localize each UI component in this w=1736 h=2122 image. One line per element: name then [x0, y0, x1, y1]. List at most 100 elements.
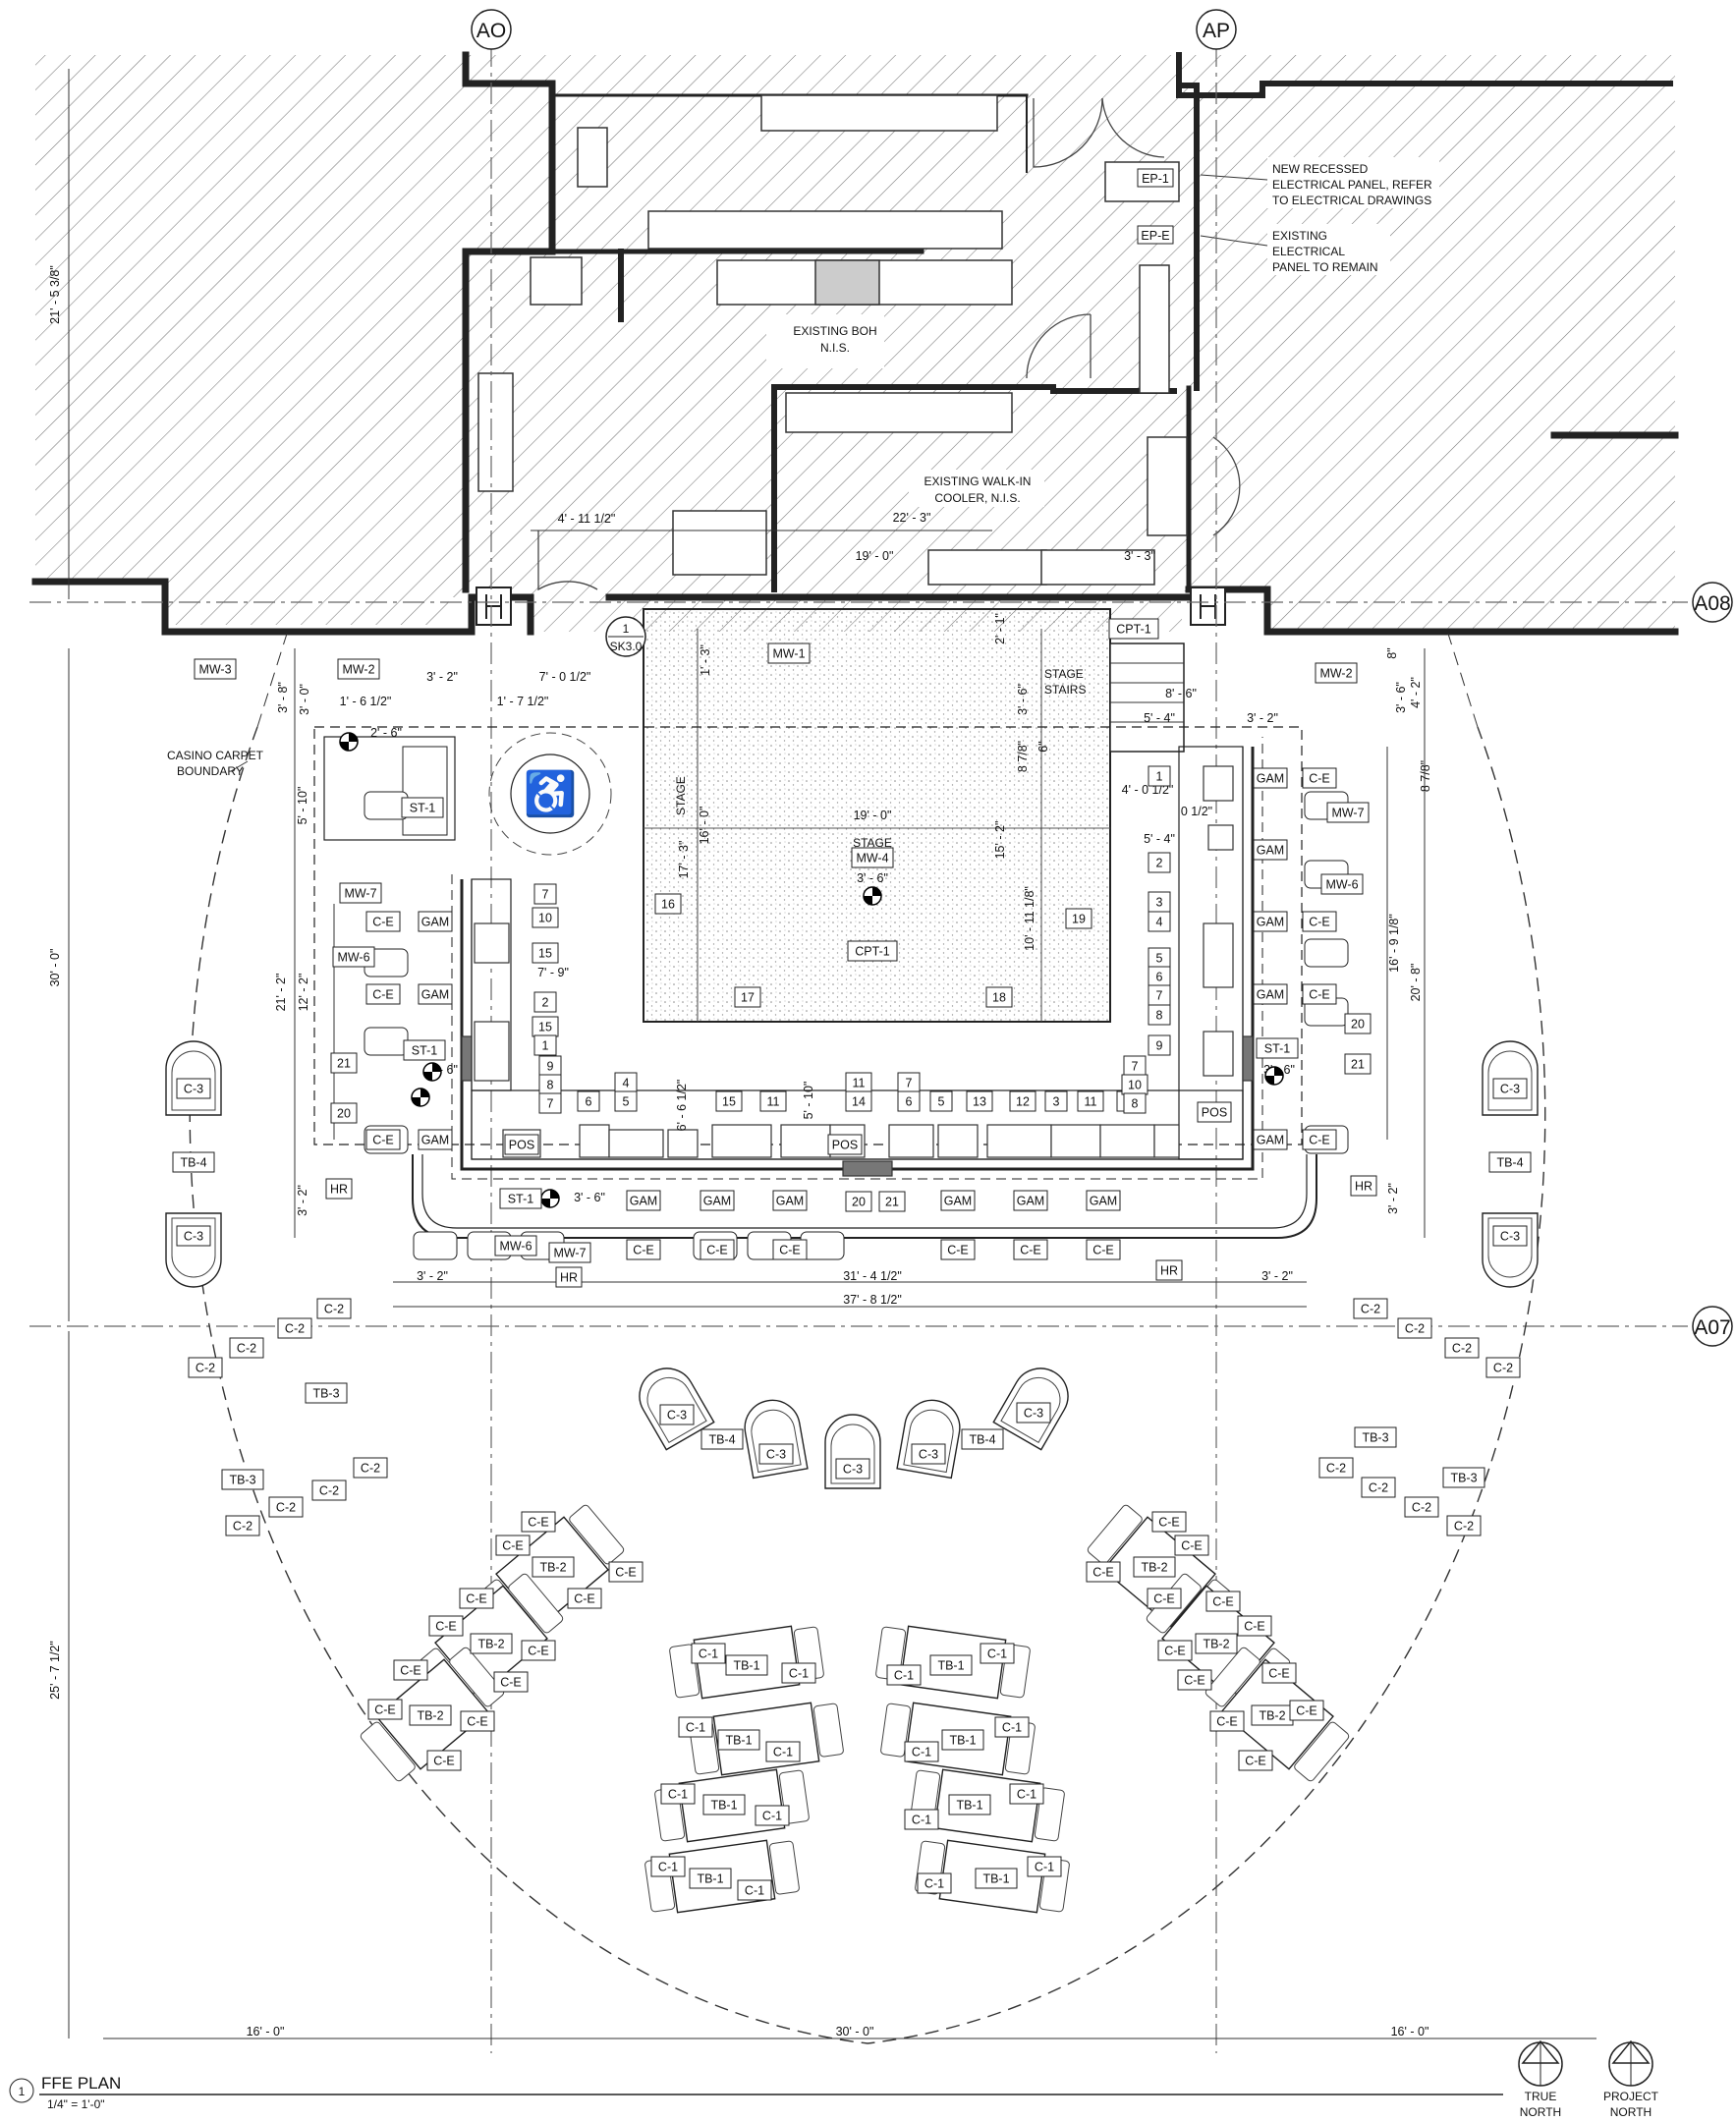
- tag-tb1: TB-1: [929, 1654, 973, 1676]
- tag-ce: C-E: [1205, 1591, 1241, 1612]
- svg-text:MW-2: MW-2: [342, 663, 374, 677]
- svg-text:C-1: C-1: [987, 1647, 1007, 1661]
- tag-gam: GAM: [940, 1190, 976, 1211]
- svg-text:8: 8: [1132, 1097, 1139, 1111]
- svg-text:C-2: C-2: [1361, 1303, 1380, 1316]
- tag-tb3: TB-3: [1442, 1467, 1485, 1488]
- tag-gam: GAM: [1253, 983, 1288, 1005]
- svg-text:C-1: C-1: [912, 1814, 931, 1827]
- dimension-label: 1' - 7 1/2": [497, 695, 549, 708]
- tag-n13: 13: [966, 1090, 993, 1112]
- tag-gam: GAM: [1253, 767, 1288, 789]
- svg-text:TB-4: TB-4: [708, 1433, 735, 1447]
- project-north-label-1: PROJECT: [1603, 2090, 1659, 2103]
- boh-note-line1: EXISTING BOH: [793, 324, 876, 338]
- tag-st1: ST-1: [401, 797, 444, 818]
- svg-text:C-1: C-1: [912, 1746, 931, 1759]
- gaming-stool: [364, 1027, 409, 1056]
- tag-c2: C-2: [1485, 1357, 1521, 1378]
- tag-gam: GAM: [1253, 911, 1288, 932]
- tag-hr: HR: [1155, 1259, 1183, 1281]
- tag-c3: C-3: [1492, 1225, 1528, 1247]
- dimension-lines: [68, 69, 1596, 2039]
- tag-mw2: MW-2: [1315, 662, 1358, 684]
- grid-bubbles: AO AP A08 A07: [471, 9, 1733, 1347]
- tag-cpt1: CPT-1: [847, 940, 898, 962]
- dimension-label: 17' - 3": [677, 841, 691, 879]
- svg-text:C-1: C-1: [924, 1877, 944, 1891]
- svg-text:2: 2: [1156, 857, 1163, 870]
- svg-text:C-3: C-3: [667, 1409, 687, 1423]
- svg-text:MW-4: MW-4: [856, 852, 888, 866]
- tag-tb2: TB-2: [1195, 1633, 1238, 1654]
- tag-hr: HR: [1350, 1175, 1377, 1197]
- tag-c3: C-3: [911, 1443, 946, 1465]
- svg-text:20: 20: [852, 1196, 866, 1209]
- svg-text:C-E: C-E: [435, 1620, 457, 1634]
- tag-n4: 4: [614, 1072, 638, 1093]
- tag-st1: ST-1: [403, 1039, 446, 1061]
- tag-ce: C-E: [1238, 1750, 1273, 1771]
- dimension-label: 10' - 11 1/8": [1023, 886, 1036, 951]
- svg-text:C-E: C-E: [1309, 772, 1330, 786]
- dimension-label: 2' - 1": [993, 613, 1007, 644]
- tag-c2: C-2: [277, 1317, 312, 1339]
- svg-text:C-2: C-2: [1493, 1362, 1513, 1375]
- svg-text:C-3: C-3: [919, 1448, 938, 1462]
- svg-text:TB-1: TB-1: [956, 1799, 982, 1813]
- svg-text:7: 7: [542, 888, 549, 902]
- tag-pos: POS: [827, 1134, 863, 1155]
- carpet-note-line1: CASINO CARPET: [167, 749, 264, 762]
- svg-text:ST-1: ST-1: [410, 802, 435, 815]
- svg-text:20: 20: [1351, 1018, 1365, 1032]
- svg-text:C-E: C-E: [466, 1592, 487, 1606]
- dimension-label: 1' - 3": [699, 644, 712, 676]
- tag-pos: POS: [1197, 1101, 1232, 1123]
- tag-tb1: TB-1: [941, 1729, 984, 1751]
- tag-c2: C-2: [1353, 1298, 1388, 1319]
- tag-c1: C-1: [917, 1872, 952, 1894]
- tag-tb3: TB-3: [221, 1469, 264, 1490]
- tag-mw2: MW-2: [337, 658, 380, 680]
- tag-mw6: MW-6: [1320, 873, 1364, 895]
- svg-text:C-2: C-2: [1405, 1322, 1425, 1336]
- svg-text:C-E: C-E: [1092, 1244, 1114, 1257]
- tag-ce: C-E: [460, 1710, 495, 1732]
- svg-text:C-3: C-3: [184, 1083, 203, 1096]
- svg-text:C-1: C-1: [686, 1721, 705, 1735]
- svg-text:5: 5: [1156, 952, 1163, 966]
- tag-c2: C-2: [268, 1496, 304, 1518]
- tag-c2: C-2: [229, 1337, 264, 1359]
- tag-n7: 7: [1148, 984, 1171, 1006]
- svg-text:MW-7: MW-7: [344, 887, 376, 901]
- tag-c3: C-3: [176, 1078, 211, 1099]
- tag-hr: HR: [555, 1266, 583, 1288]
- svg-text:C-1: C-1: [894, 1669, 914, 1683]
- svg-text:C-1: C-1: [745, 1884, 764, 1898]
- svg-text:C-1: C-1: [1002, 1721, 1022, 1735]
- tag-n7: 7: [533, 883, 557, 905]
- dimension-label: 1' - 6 1/2": [340, 695, 392, 708]
- tag-tb1: TB-1: [975, 1868, 1018, 1889]
- bar-structure: [313, 726, 1317, 1239]
- dimension-label: 3' - 0": [298, 684, 311, 715]
- svg-text:TB-1: TB-1: [949, 1734, 976, 1748]
- tag-gam: GAM: [772, 1190, 808, 1211]
- svg-text:12: 12: [1016, 1095, 1030, 1109]
- stage-stairs-line2: STAIRS: [1044, 683, 1086, 697]
- svg-text:13: 13: [973, 1095, 986, 1109]
- dimension-label: 4' - 11 1/2": [558, 512, 616, 526]
- tag-n10: 10: [1121, 1074, 1148, 1095]
- svg-text:C-E: C-E: [1184, 1674, 1205, 1688]
- tag-ce: C-E: [1174, 1535, 1209, 1556]
- dimension-label: 30' - 0": [836, 2025, 874, 2038]
- svg-text:POS: POS: [832, 1139, 858, 1152]
- tag-c2: C-2: [1361, 1477, 1396, 1498]
- tag-n2: 2: [533, 991, 557, 1013]
- dimension-label: 3' - 6": [857, 871, 888, 885]
- tag-gam: GAM: [700, 1190, 735, 1211]
- tag-ce: C-E: [1302, 983, 1337, 1005]
- grid-ap: AP: [1203, 20, 1230, 42]
- svg-text:C-E: C-E: [528, 1516, 549, 1530]
- svg-text:C-1: C-1: [762, 1810, 782, 1823]
